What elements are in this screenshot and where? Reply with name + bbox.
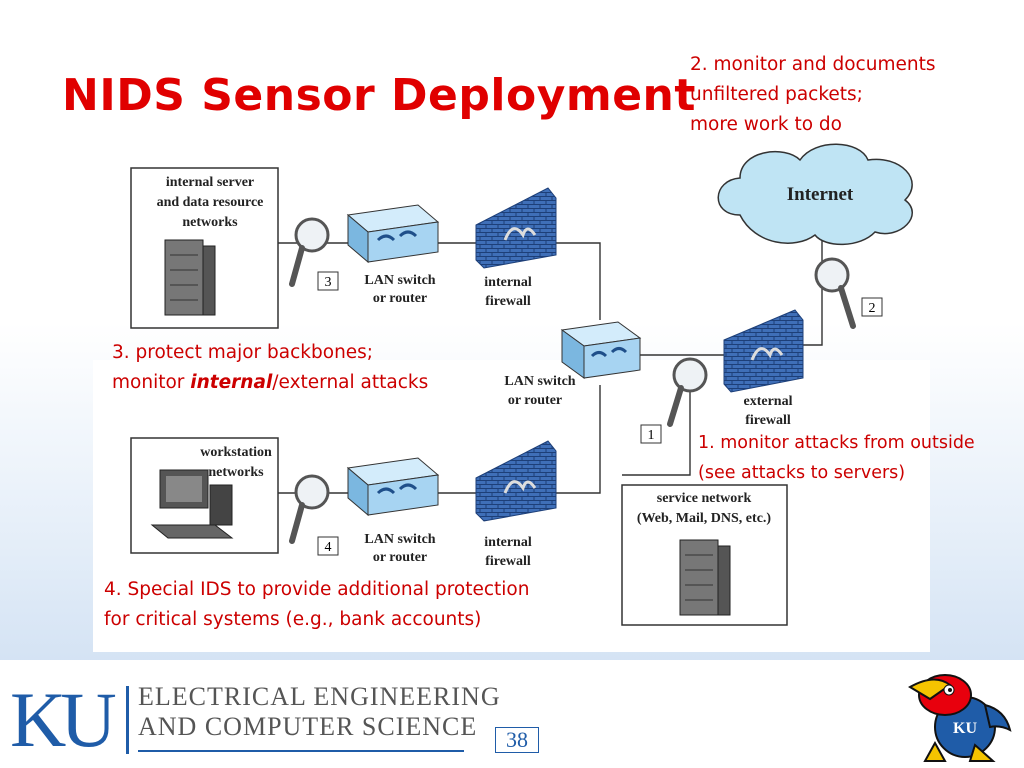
note-3-prefix: monitor — [112, 372, 191, 393]
server-network-box: internal server and data resource networ… — [130, 167, 279, 329]
switch-top-label-2: or router — [373, 291, 427, 306]
workstation-network-box: workstation networks — [130, 437, 279, 554]
note-sensor-1: 1. monitor attacks from outside (see att… — [698, 428, 975, 488]
switch-center-label-1: LAN switch — [504, 374, 575, 389]
internal-firewall-top: internal firewall — [475, 187, 557, 309]
note-sensor-4: 4. Special IDS to provide additional pro… — [104, 575, 529, 635]
network-diagram: internal server and data resource networ… — [130, 143, 913, 626]
service-label-2: (Web, Mail, DNS, etc.) — [637, 511, 771, 526]
note-1-line-2: (see attacks to servers) — [698, 463, 906, 483]
department-underline — [138, 750, 464, 752]
switch-center-label-2: or router — [508, 393, 562, 408]
note-2-line-1: 2. monitor and documents — [690, 54, 936, 75]
service-server-icon — [679, 539, 731, 616]
service-label-1: service network — [657, 491, 752, 506]
sensor-tag-3: 3 — [325, 275, 332, 290]
department-line-2: AND COMPUTER SCIENCE — [138, 712, 478, 741]
workstation-label-2: networks — [208, 465, 264, 480]
jayhawk-mascot-icon: KU — [908, 674, 1012, 762]
note-3-emphasis: internal — [190, 372, 273, 393]
sensor-1-magnifier-icon — [667, 357, 708, 427]
lan-switch-top: LAN switch or router — [346, 204, 440, 306]
ku-logo: KU — [10, 676, 117, 763]
server-net-label-3: networks — [182, 215, 238, 230]
server-net-label-2: and data resource — [157, 195, 264, 210]
service-network-box: service network (Web, Mail, DNS, etc.) — [621, 484, 788, 626]
sensor-3-magnifier-icon — [289, 217, 330, 287]
server-net-label-1: internal server — [166, 175, 254, 190]
note-2-line-3: more work to do — [690, 114, 842, 135]
note-3-line-1: 3. protect major backbones; — [112, 342, 374, 363]
sensor-number-tags: 3 4 1 2 — [317, 271, 883, 556]
ext-fw-label-2: firewall — [745, 413, 791, 428]
logo-divider — [126, 686, 129, 754]
mascot-badge: KU — [953, 720, 977, 737]
switch-top-label-1: LAN switch — [364, 273, 435, 288]
note-3-suffix: /external attacks — [272, 372, 429, 393]
int-fw-top-label-2: firewall — [485, 294, 531, 309]
workstation-label-1: workstation — [200, 445, 272, 460]
sensor-4-magnifier-icon — [289, 474, 330, 544]
internet-label: Internet — [787, 184, 854, 205]
note-sensor-3: 3. protect major backbones; monitor inte… — [112, 338, 428, 398]
int-fw-bottom-label-1: internal — [484, 535, 532, 550]
switch-bottom-label-2: or router — [373, 550, 427, 565]
sensor-tag-2: 2 — [869, 301, 876, 316]
sensor-tag-1: 1 — [648, 428, 655, 443]
note-sensor-2: 2. monitor and documents unfiltered pack… — [690, 50, 935, 140]
int-fw-top-label-1: internal — [484, 275, 532, 290]
slide-title: NIDS Sensor Deployment — [62, 70, 696, 121]
note-4-line-1: 4. Special IDS to provide additional pro… — [104, 579, 530, 600]
lan-switch-center: LAN switch or router — [504, 321, 642, 408]
internet-cloud: Internet — [717, 143, 913, 246]
sensor-tag-4: 4 — [325, 540, 332, 555]
note-4-line-2: for critical systems (e.g., bank account… — [104, 609, 482, 630]
workstation-computer-icon — [150, 469, 234, 539]
lan-switch-bottom: LAN switch or router — [346, 457, 440, 565]
external-firewall: external firewall — [723, 309, 804, 428]
int-fw-bottom-label-2: firewall — [485, 554, 531, 569]
department-line-1: ELECTRICAL ENGINEERING — [138, 682, 501, 711]
sensor-2-magnifier-icon — [814, 257, 856, 329]
switch-bottom-label-1: LAN switch — [364, 532, 435, 547]
ext-fw-label-1: external — [744, 394, 793, 409]
note-3-line-2: monitor internal/external attacks — [112, 368, 428, 398]
page-number: 38 — [495, 727, 539, 753]
note-1-line-1: 1. monitor attacks from outside — [698, 433, 975, 453]
server-tower-icon — [164, 239, 216, 316]
note-2-line-2: unfiltered packets; — [690, 84, 863, 105]
internal-firewall-bottom: internal firewall — [475, 440, 557, 569]
